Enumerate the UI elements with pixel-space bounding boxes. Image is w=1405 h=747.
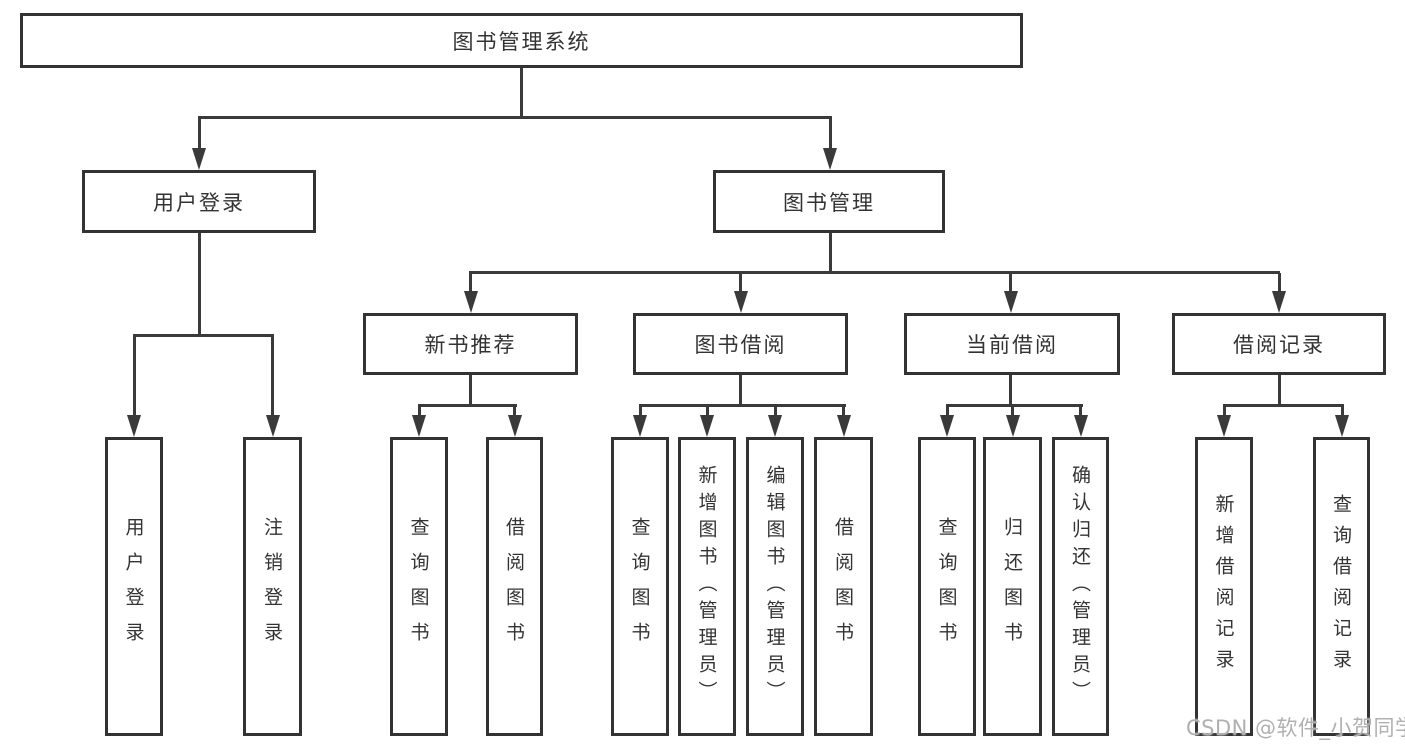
connector-line bbox=[828, 233, 832, 273]
connector-line bbox=[739, 273, 742, 293]
connector-arrowhead bbox=[1005, 415, 1020, 437]
connector-line bbox=[638, 406, 642, 418]
node-label: 用户登录 bbox=[122, 516, 145, 657]
connector-arrowhead bbox=[1272, 291, 1286, 313]
node-label: 查询借阅记录 bbox=[1330, 493, 1352, 680]
node-label: 查询图书 bbox=[628, 516, 651, 657]
node-add-books-admin: 新增图书（管理员） bbox=[678, 437, 736, 736]
connector-line bbox=[197, 116, 832, 119]
node-label: 查询图书 bbox=[935, 516, 958, 657]
node-label: 图书管理系统 bbox=[452, 29, 591, 54]
node-book-borrowing: 图书借阅 bbox=[633, 313, 848, 375]
node-label: 新书推荐 bbox=[424, 333, 517, 357]
node-label: 借阅记录 bbox=[1233, 333, 1325, 357]
connector-line bbox=[132, 334, 274, 337]
node-borrow-records: 借阅记录 bbox=[1172, 313, 1386, 375]
connector-line bbox=[773, 406, 777, 418]
connector-line bbox=[469, 271, 1280, 274]
node-label: 图书管理 bbox=[783, 190, 875, 215]
csdn-watermark: CSDN @软件_小贺同学 bbox=[1186, 716, 1405, 740]
connector-line bbox=[417, 406, 421, 418]
connector-arrowhead bbox=[1003, 291, 1018, 313]
node-edit-books-admin: 编辑图书（管理员） bbox=[746, 437, 804, 736]
connector-arrowhead bbox=[1073, 415, 1088, 437]
connector-line bbox=[638, 404, 846, 407]
node-label: 查询图书 bbox=[407, 516, 430, 657]
node-return-books: 归还图书 bbox=[983, 437, 1042, 736]
node-new-book-recommend: 新书推荐 bbox=[363, 313, 578, 375]
connector-arrowhead bbox=[1217, 415, 1231, 437]
connector-line bbox=[739, 375, 742, 407]
node-current-borrowing: 当前借阅 bbox=[904, 313, 1120, 375]
connector-line bbox=[197, 233, 201, 336]
connector-line bbox=[1277, 273, 1281, 293]
connector-line bbox=[1222, 406, 1226, 418]
node-user-login-leaf: 用户登录 bbox=[105, 437, 163, 736]
node-label: 编辑图书（管理员） bbox=[763, 465, 786, 708]
connector-arrowhead bbox=[823, 148, 837, 170]
connector-arrowhead bbox=[768, 415, 782, 437]
connector-arrowhead bbox=[733, 291, 748, 313]
node-query-books: 查询图书 bbox=[611, 437, 669, 736]
connector-line bbox=[1009, 273, 1012, 293]
node-query-books: 查询图书 bbox=[390, 437, 448, 736]
connector-line bbox=[842, 406, 845, 418]
connector-line bbox=[1011, 406, 1014, 418]
node-label: 确认归还（管理员） bbox=[1069, 465, 1091, 708]
connector-line bbox=[132, 336, 136, 416]
connector-line bbox=[1277, 375, 1281, 407]
connector-line bbox=[417, 404, 517, 407]
node-library-management-system: 图书管理系统 bbox=[20, 13, 1023, 68]
node-add-borrow-record: 新增借阅记录 bbox=[1195, 437, 1253, 736]
node-label: 借阅图书 bbox=[832, 516, 854, 657]
connector-line bbox=[828, 118, 832, 151]
node-label: 新增图书（管理员） bbox=[695, 465, 718, 708]
node-confirm-return-admin: 确认归还（管理员） bbox=[1052, 437, 1109, 736]
connector-line bbox=[271, 336, 274, 416]
connector-line bbox=[945, 404, 1083, 407]
node-user-login: 用户登录 bbox=[82, 170, 316, 233]
connector-line bbox=[945, 406, 949, 418]
node-logout: 注销登录 bbox=[243, 437, 302, 736]
connector-arrowhead bbox=[1335, 415, 1349, 437]
node-borrow-books: 借阅图书 bbox=[814, 437, 873, 736]
node-label: 当前借阅 bbox=[966, 333, 1058, 357]
connector-line bbox=[469, 273, 472, 293]
node-label: 借阅图书 bbox=[503, 516, 525, 657]
node-label: 注销登录 bbox=[261, 516, 283, 657]
connector-line bbox=[1079, 406, 1082, 418]
node-book-management: 图书管理 bbox=[713, 170, 945, 233]
node-query-borrow-record: 查询借阅记录 bbox=[1313, 437, 1370, 736]
node-label: 新增借阅记录 bbox=[1212, 493, 1235, 680]
node-label: 图书借阅 bbox=[694, 333, 787, 357]
node-borrow-books: 借阅图书 bbox=[486, 437, 543, 736]
connector-line bbox=[1340, 406, 1344, 418]
connector-arrowhead bbox=[836, 415, 851, 437]
connector-line bbox=[519, 68, 523, 119]
connector-arrowhead bbox=[127, 415, 141, 437]
connector-line bbox=[513, 406, 516, 418]
connector-arrowhead bbox=[265, 415, 280, 437]
connector-arrowhead bbox=[412, 415, 426, 437]
connector-line bbox=[1222, 404, 1344, 407]
connector-arrowhead bbox=[940, 415, 954, 437]
node-query-books: 查询图书 bbox=[918, 437, 976, 736]
connector-arrowhead bbox=[463, 291, 478, 313]
connector-arrowhead bbox=[192, 148, 206, 170]
node-label: 用户登录 bbox=[153, 190, 245, 215]
connector-line bbox=[1009, 375, 1012, 407]
connector-arrowhead bbox=[507, 415, 522, 437]
connector-line bbox=[197, 118, 201, 151]
connector-arrowhead bbox=[700, 415, 714, 437]
node-label: 归还图书 bbox=[1001, 516, 1023, 657]
connector-arrowhead bbox=[633, 415, 647, 437]
connector-line bbox=[469, 375, 472, 407]
connector-line bbox=[705, 406, 709, 418]
